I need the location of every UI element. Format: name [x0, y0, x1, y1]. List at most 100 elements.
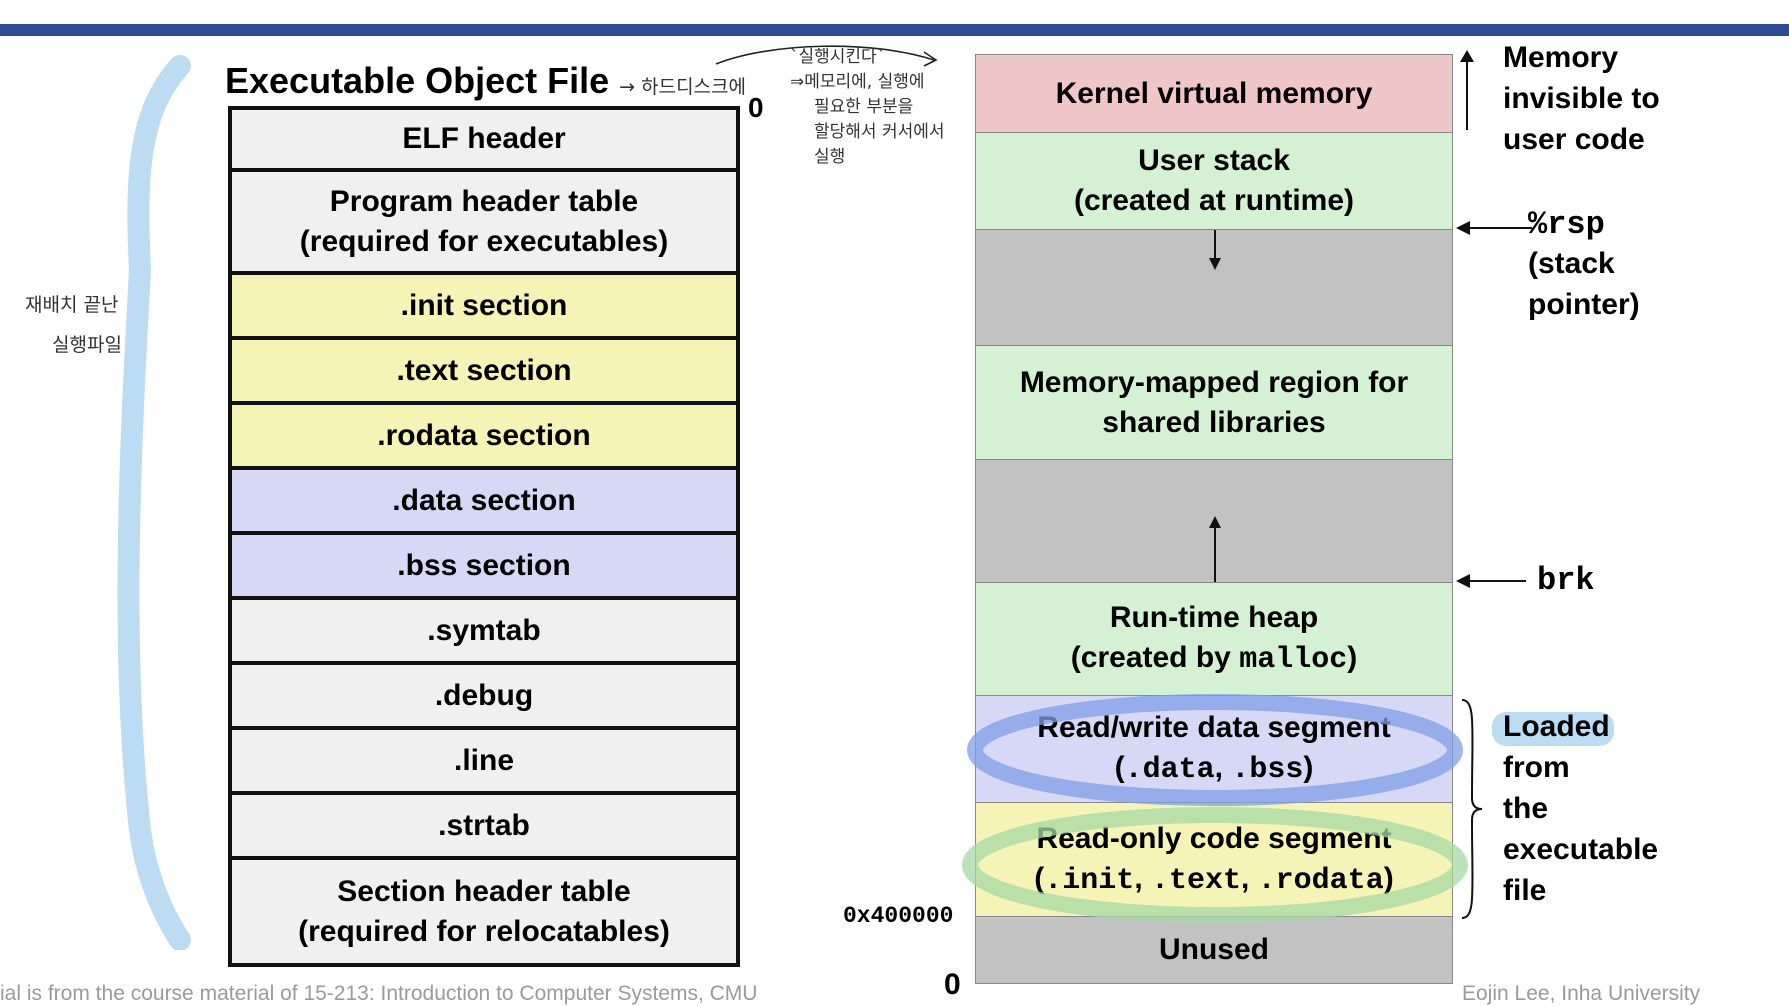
- handwritten-top-line4: 할당해서 커서에서: [814, 122, 945, 142]
- mem-ro-text: .text: [1150, 863, 1241, 898]
- mem-heap-line2: (created by malloc): [1071, 638, 1357, 680]
- rsp-text-line1: (stack: [1528, 247, 1615, 280]
- invisible-up-arrow: [1460, 50, 1474, 130]
- elf-row: Section header table (required for reloca…: [228, 860, 740, 967]
- mem-ro-c2: ,: [1241, 861, 1258, 895]
- mem-rw-line2: (.data, .bss): [1115, 748, 1314, 790]
- mem-stack-gap: [975, 230, 1453, 346]
- mem-ro-p1: (: [1034, 861, 1045, 895]
- elf-title-text: Executable Object File: [225, 60, 610, 101]
- rsp-label: %rsp (stack pointer): [1528, 206, 1640, 325]
- handwritten-top-note: `실행시킨다` ⇒메모리에, 실행에 필요한 부분을 할당해서 커서에서 실행: [790, 45, 945, 170]
- elf-row: ELF header: [228, 106, 740, 172]
- hand-circles: [962, 694, 1468, 923]
- loaded-line1: Loaded: [1503, 710, 1610, 743]
- elf-row-label: ELF header: [402, 122, 566, 155]
- mem-ro-p2: ): [1383, 861, 1394, 895]
- handwritten-note-line1: 재배치 끝난: [25, 294, 119, 316]
- mem-user-stack-line1: User stack: [1138, 144, 1290, 177]
- elf-row-label: (required for executables): [299, 224, 669, 258]
- elf-row-label: .strtab: [438, 808, 530, 842]
- brk-arrow: [1456, 574, 1526, 588]
- elf-row: .strtab: [228, 795, 740, 860]
- elf-row: .rodata section: [228, 405, 740, 470]
- elf-row-label: .line: [453, 743, 514, 777]
- elf-row-label: Program header table: [329, 184, 639, 218]
- highlighter-bracket: [117, 55, 191, 950]
- mem-mmap-line2: shared libraries: [1102, 405, 1326, 439]
- rsp-arrow: [1456, 221, 1532, 235]
- footer-author: Eojin Lee, Inha University: [1462, 982, 1701, 1005]
- heap-growth-up-arrow: [1209, 516, 1221, 582]
- mem-user-stack-line2: (created at runtime): [1073, 184, 1355, 217]
- elf-row-label: .debug: [434, 678, 534, 712]
- mem-rw-p2: ): [1303, 751, 1314, 784]
- elf-row: .init section: [228, 275, 740, 340]
- elf-row-label: .rodata section: [377, 418, 591, 452]
- mem-heap: Run-time heap (created by malloc): [975, 583, 1453, 696]
- elf-row: .symtab: [228, 600, 740, 665]
- handwritten-note-line2: 실행파일: [52, 334, 122, 356]
- elf-offset-zero: 0: [748, 92, 764, 123]
- mem-ro-line2: (.init, .text, .rodata): [1034, 859, 1393, 901]
- mem-user-stack: User stack (created at runtime): [975, 133, 1453, 230]
- elf-row: .line: [228, 730, 740, 795]
- handwritten-top-line5: 실행: [814, 147, 846, 167]
- elf-row-label: .data section: [392, 483, 576, 517]
- addr-zero: 0: [944, 968, 961, 1001]
- mem-rw-bss: .bss: [1231, 753, 1304, 787]
- elf-title: Executable Object File → 하드디스크에: [225, 60, 746, 102]
- handwritten-top-line3: 필요한 부분을: [814, 97, 914, 117]
- loaded-highlight: [1492, 712, 1614, 746]
- elf-title-note: → 하드디스크에: [619, 76, 746, 98]
- mem-rw-line1: Read/write data segment: [1037, 711, 1391, 744]
- mem-heap-line1: Run-time heap: [1109, 601, 1319, 634]
- title-rule: [0, 24, 1789, 36]
- invisible-line2: invisible to: [1503, 82, 1660, 115]
- mem-ro-rodata: .rodata: [1257, 863, 1384, 898]
- memory-map: Kernel virtual memory User stack (create…: [975, 54, 1453, 984]
- loaded-label: Loaded from the executable file: [1503, 706, 1658, 911]
- invisible-line3: user code: [1503, 123, 1645, 156]
- elf-row: .bss section: [228, 535, 740, 600]
- elf-row-label: .bss section: [397, 548, 571, 582]
- loaded-brace: [1461, 699, 1483, 919]
- elf-row: Program header table (required for execut…: [228, 172, 740, 275]
- handwritten-top-line2: ⇒메모리에, 실행에: [790, 72, 925, 92]
- addr-0x400000: 0x400000: [843, 903, 954, 929]
- mem-unused: Unused: [975, 917, 1453, 984]
- handwritten-arrow: [715, 45, 938, 67]
- invisible-label: Memory invisible to user code: [1503, 37, 1660, 160]
- mem-mmap-line1: Memory-mapped region for: [1019, 365, 1409, 399]
- brk-label: brk: [1537, 562, 1595, 599]
- mem-heap-prefix: (created by: [1070, 641, 1240, 674]
- mem-ro-init: .init: [1044, 863, 1135, 898]
- title-bar: [0, 0, 1789, 38]
- mem-rw-comma: ,: [1214, 751, 1232, 784]
- mem-kernel-label: Kernel virtual memory: [1055, 76, 1373, 110]
- elf-row: .data section: [228, 470, 740, 535]
- mem-heap-code: malloc: [1239, 643, 1348, 677]
- elf-row-label: .text section: [396, 353, 572, 387]
- elf-row: .debug: [228, 665, 740, 730]
- invisible-line1: Memory: [1503, 41, 1619, 74]
- elf-row-label: .init section: [400, 288, 568, 322]
- elf-row-label: (required for relocatables): [298, 914, 670, 948]
- rsp-text-line2: pointer): [1528, 288, 1640, 321]
- loaded-line4: executable: [1503, 833, 1659, 866]
- mem-heap-suffix: ): [1347, 641, 1358, 674]
- stack-growth-down-arrow: [1209, 230, 1221, 270]
- loaded-line5: file: [1503, 874, 1547, 907]
- handwritten-top-line1: `실행시킨다`: [790, 47, 886, 67]
- elf-row-label: Section header table: [337, 874, 631, 908]
- rsp-code: %rsp: [1528, 206, 1605, 243]
- elf-row-label: .symtab: [427, 613, 541, 647]
- mem-rw-p1: (: [1114, 751, 1125, 784]
- mem-kernel: Kernel virtual memory: [975, 54, 1453, 133]
- loaded-line3: the: [1503, 792, 1548, 825]
- mem-heap-gap: [975, 460, 1453, 583]
- mem-rw-data: .data: [1124, 753, 1215, 787]
- mem-unused-label: Unused: [1158, 933, 1269, 966]
- mem-ro-c1: ,: [1134, 861, 1151, 895]
